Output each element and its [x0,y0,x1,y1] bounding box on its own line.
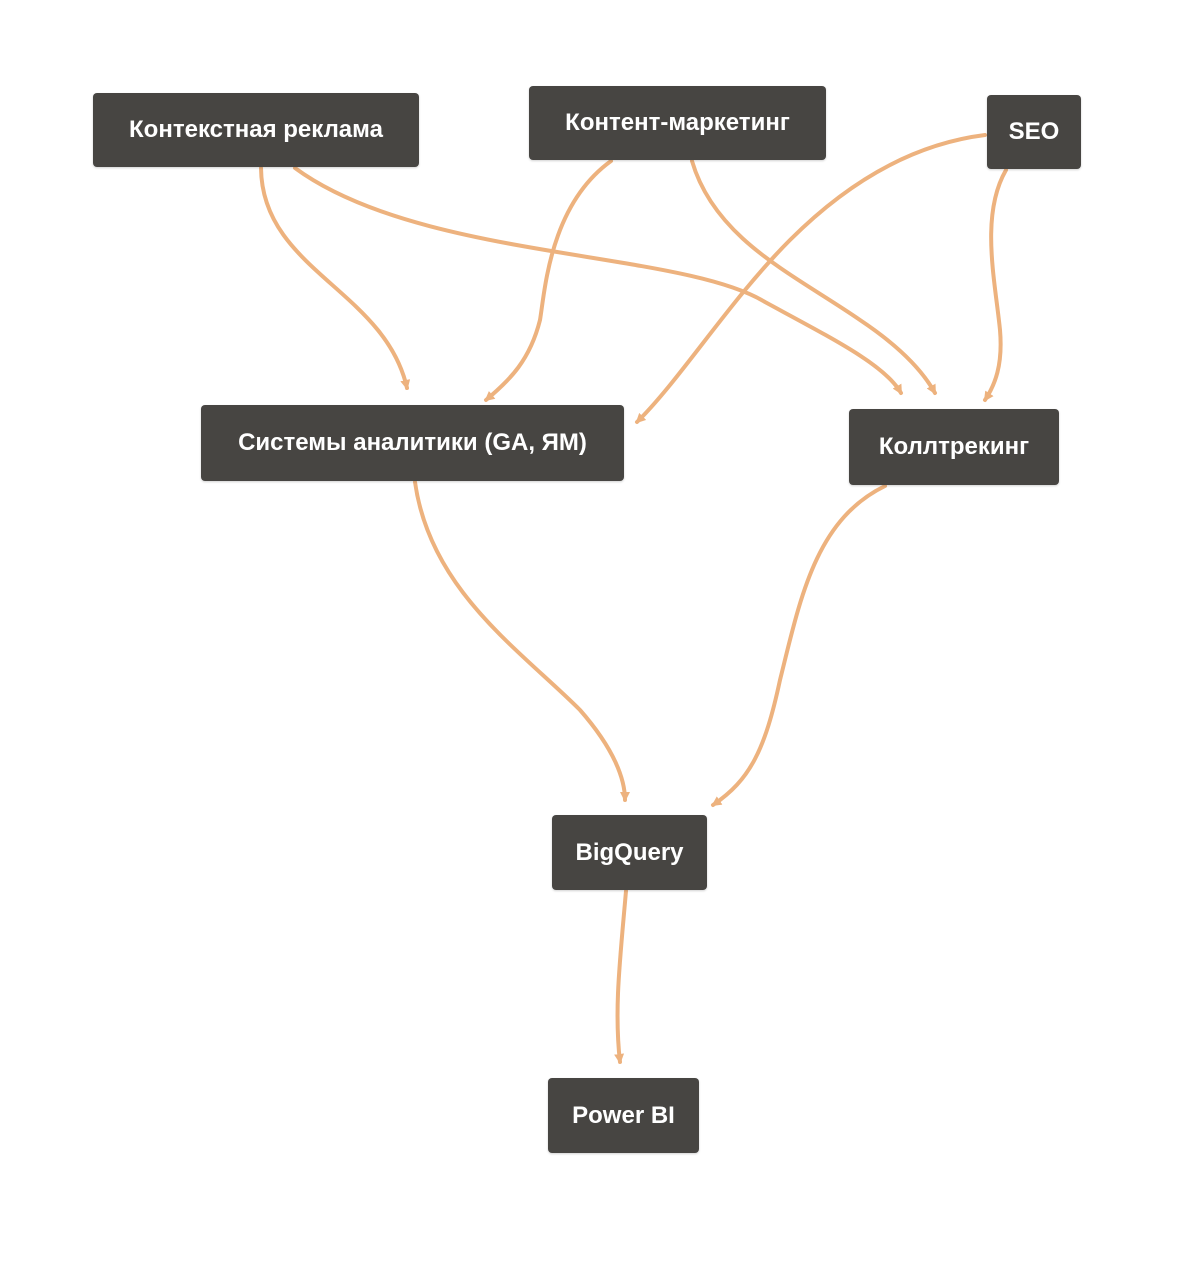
node-label: Power BI [572,1101,675,1129]
edge-content-to-analytics [484,159,613,402]
node-label: BigQuery [575,838,684,866]
edge-calltrack-to-bigquery [711,484,887,807]
edge-seo-to-analytics [635,133,987,424]
edge-analytics-to-bigquery [413,480,630,802]
node-calltracking[interactable]: Коллтрекинг [849,409,1059,485]
edge-context-to-analytics [259,166,411,390]
node-content-marketing[interactable]: Контент-маркетинг [529,86,826,160]
node-label: Коллтрекинг [878,433,1030,460]
node-label: SEO [1008,118,1060,145]
edge-bigquery-to-powerbi [614,889,628,1064]
node-contextual-advertising[interactable]: Контекстная реклама [93,93,419,167]
node-analytics-systems[interactable]: Системы аналитики (GA, ЯМ) [201,405,624,481]
node-bigquery[interactable]: BigQuery [552,815,707,890]
edge-context-to-calltrack [293,166,903,395]
node-label: Системы аналитики (GA, ЯМ) [238,429,587,456]
node-power-bi[interactable]: Power BI [548,1078,699,1153]
edge-content-to-calltrack [690,159,937,395]
node-seo[interactable]: SEO [987,95,1081,169]
node-label: Контент-маркетинг [565,109,790,136]
node-label: Контекстная реклама [129,116,383,143]
edge-seo-to-calltrack [983,168,1008,402]
